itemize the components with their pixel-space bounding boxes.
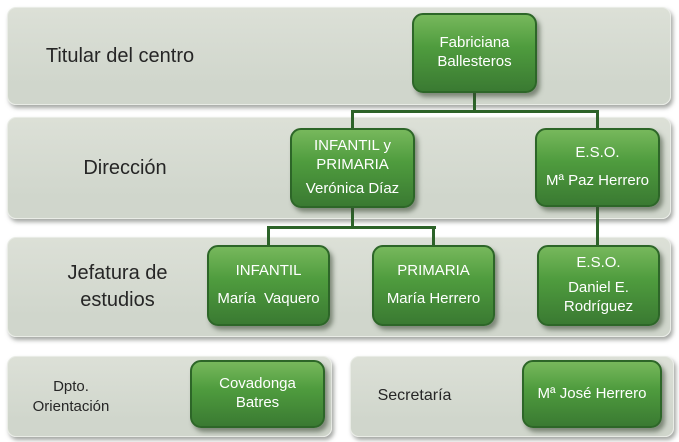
row-label-direccion: Dirección — [83, 156, 167, 179]
row-label-dpto-orientacion: Dpto. Orientación — [32, 378, 110, 415]
connector-line — [596, 110, 599, 130]
connector-line — [351, 206, 354, 229]
connector-line — [351, 110, 354, 130]
node-person-name: Mª José Herrero — [537, 384, 647, 402]
node-role-title: E.S.O. — [575, 144, 620, 162]
node-fabriciana-ballesteros: Fabriciana Ballesteros — [412, 13, 537, 93]
node-primaria-jefatura: PRIMARIA María Herrero — [372, 245, 495, 326]
node-person-name: Daniel E. Rodríguez — [563, 279, 634, 315]
node-role-title: INFANTIL — [235, 262, 302, 280]
row-label-secretaria: Secretaría — [377, 387, 452, 405]
node-maria-jose-herrero: Mª José Herrero — [522, 360, 662, 428]
node-eso-direccion: E.S.O. Mª Paz Herrero — [535, 128, 660, 207]
node-role-title: INFANTIL y PRIMARIA — [314, 136, 391, 173]
node-eso-jefatura: E.S.O. Daniel E. Rodríguez — [537, 245, 660, 326]
row-label-titular: Titular del centro — [45, 44, 195, 67]
connector-line — [267, 226, 270, 247]
node-role-title: E.S.O. — [576, 254, 621, 272]
connector-line — [351, 110, 599, 113]
band-titular-del-centro: Titular del centro — [7, 7, 671, 105]
node-role-title: PRIMARIA — [397, 262, 470, 280]
connector-line — [473, 92, 476, 113]
node-person-name: Fabriciana Ballesteros — [437, 34, 512, 70]
node-person-name: Covadonga Batres — [219, 375, 296, 411]
node-person-name: Mª Paz Herrero — [545, 172, 650, 189]
connector-line — [267, 226, 436, 229]
node-covadonga-batres: Covadonga Batres — [190, 360, 325, 428]
node-person-name: María Herrero — [386, 290, 481, 307]
connector-line — [596, 206, 599, 247]
connector-line — [432, 226, 435, 247]
row-label-jefatura: Jefatura de estudios — [67, 262, 168, 311]
node-person-name: Verónica Díaz — [305, 180, 400, 198]
node-infantil-jefatura: INFANTIL María Vaquero — [207, 245, 330, 326]
node-person-name: María Vaquero — [217, 290, 320, 307]
node-infantil-y-primaria: INFANTIL y PRIMARIA Verónica Díaz — [290, 128, 415, 208]
